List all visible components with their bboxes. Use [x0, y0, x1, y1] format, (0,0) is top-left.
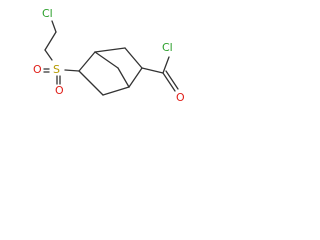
bond-s-ring: [64, 69, 80, 72]
bond-cl-ch2: [51, 20, 57, 33]
ring-bond-1: [78, 51, 96, 72]
bond-carbonyl-cl: [162, 56, 170, 74]
atom-label-o-bottom: O: [55, 84, 64, 97]
ring-bond-3: [124, 47, 143, 69]
ring-bond-5: [102, 86, 130, 96]
bond-ring-carbonyl: [141, 67, 164, 74]
ring-bond-4: [128, 67, 143, 88]
bridge-bond-1: [94, 51, 119, 69]
bridge-bond-2: [117, 67, 130, 88]
atom-label-sulfur: S: [53, 63, 60, 76]
atom-label-cl-top: Cl: [42, 7, 53, 20]
ring-bond-2: [94, 47, 126, 53]
bond-ch2-ch2: [44, 31, 57, 51]
molecule-structure: Cl S O O Cl O: [33, 7, 185, 104]
ring-bond-6: [78, 70, 104, 96]
atom-label-o-left: O: [33, 63, 42, 76]
bond-carbonyl-o-b: [165, 70, 179, 90]
bond-carbonyl-o-a: [162, 72, 176, 92]
atom-label-cl-acyl: Cl: [162, 41, 173, 54]
bond-ch2-s: [44, 49, 53, 61]
atom-label-o-acyl: O: [176, 91, 185, 104]
